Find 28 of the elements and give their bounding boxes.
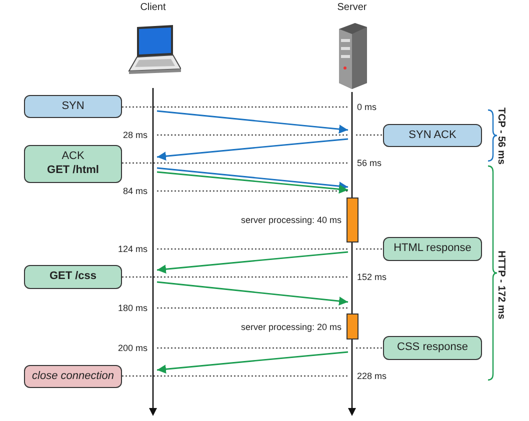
phase-label: HTTP - 172 ms bbox=[494, 250, 505, 320]
message-arrow bbox=[156, 138, 348, 161]
message-box: CSS response bbox=[383, 336, 482, 360]
message-box: SYN bbox=[24, 95, 122, 118]
time-label: 28 ms bbox=[123, 130, 148, 140]
message-arrow bbox=[156, 110, 348, 134]
message-arrow bbox=[156, 251, 348, 274]
message-arrow bbox=[156, 171, 348, 194]
lifeline-title: Client bbox=[140, 2, 166, 14]
message-box: SYN ACK bbox=[383, 124, 482, 147]
phase-label: TCP - 56 ms bbox=[495, 107, 506, 165]
message-box: close connection bbox=[24, 365, 122, 388]
message-box: HTML response bbox=[383, 237, 482, 261]
message-arrow bbox=[156, 167, 348, 191]
message-arrow bbox=[156, 351, 348, 374]
message-box: GET /css bbox=[24, 265, 122, 289]
message-box: ACK GET /html bbox=[24, 145, 122, 183]
lifeline bbox=[149, 88, 157, 416]
time-label: 152 ms bbox=[357, 272, 387, 282]
time-label: 0 ms bbox=[357, 102, 377, 112]
time-label: 56 ms bbox=[357, 158, 382, 168]
time-label: 228 ms bbox=[357, 372, 387, 380]
time-label: 124 ms bbox=[118, 244, 148, 254]
lifeline-title: Server bbox=[337, 2, 367, 14]
time-label: 84 ms bbox=[123, 186, 148, 196]
message-arrow bbox=[156, 281, 348, 306]
time-label: 200 ms bbox=[118, 344, 148, 352]
time-label: 180 ms bbox=[118, 304, 148, 312]
